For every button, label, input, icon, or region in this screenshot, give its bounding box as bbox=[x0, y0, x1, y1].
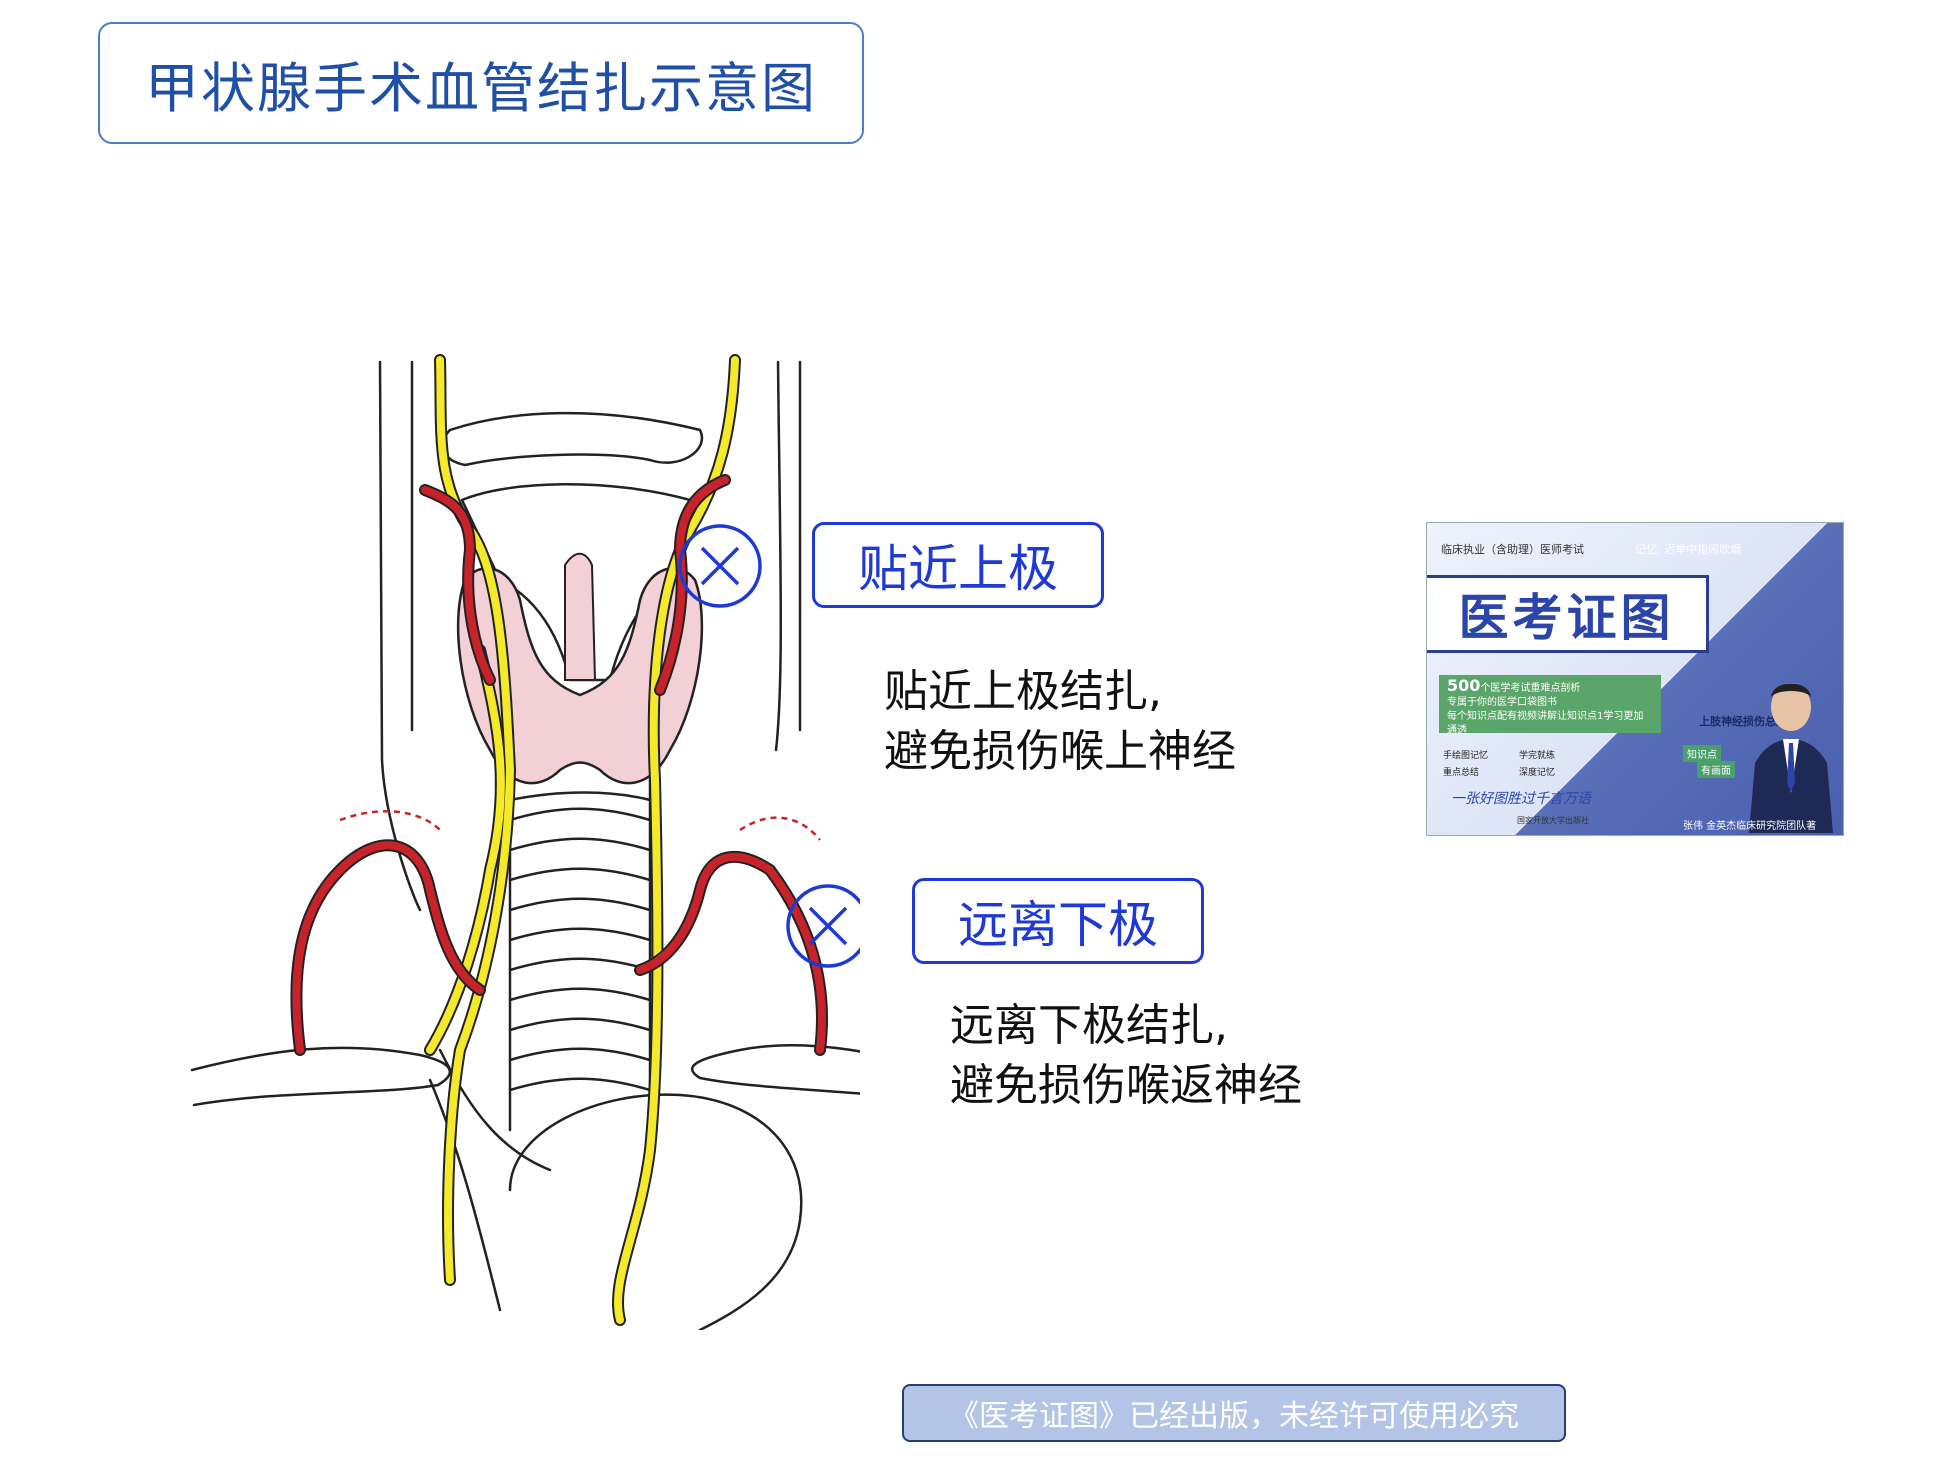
recurrent-laryngeal-nerve bbox=[426, 646, 505, 1054]
title-box: 甲状腺手术血管结扎示意图 bbox=[98, 22, 864, 144]
book-memo: 记忆: 迟举中指闹吹烟 bbox=[1635, 543, 1742, 556]
book-publisher: 国家开放大学出版社 bbox=[1517, 816, 1589, 825]
book-title: 医考证图 bbox=[1427, 575, 1709, 653]
note-lower-line1: 远离下极结扎, bbox=[950, 1000, 1228, 1051]
book-feature: 深度记忆 bbox=[1519, 768, 1556, 778]
book-feature: 手绘图记忆 bbox=[1443, 751, 1489, 761]
callout-lower-pole: 远离下极 bbox=[912, 878, 1204, 964]
book-banner-line3: 每个知识点配有视频讲解让知识点1学习更加通透 bbox=[1447, 711, 1644, 736]
clavicle-right bbox=[691, 1043, 860, 1095]
book-tag: 有画面 bbox=[1697, 761, 1735, 778]
callout-lower-label: 远离下极 bbox=[958, 896, 1158, 954]
book-series: 临床执业（含助理）医师考试 bbox=[1441, 543, 1584, 556]
book-feature: 学完就练 bbox=[1519, 751, 1556, 761]
book-banner-line1: 个医学考试重难点剖析 bbox=[1480, 683, 1581, 694]
superior-thyroid-artery-left bbox=[421, 486, 494, 684]
neck-outline-right-outer bbox=[774, 360, 783, 752]
note-lower: 远离下极结扎, 避免损伤喉返神经 bbox=[950, 996, 1302, 1116]
inferior-thyroid-artery-right bbox=[636, 853, 826, 1054]
vessel-left bbox=[438, 1048, 552, 1172]
ligation-mark-icon bbox=[786, 884, 860, 968]
book-cover-image: 临床执业（含助理）医师考试 记忆: 迟举中指闹吹烟 医考证图 500个医学考试重… bbox=[1426, 522, 1844, 836]
book-banner: 500个医学考试重难点剖析 专属于你的医学口袋图书 每个知识点配有视频讲解让知识… bbox=[1439, 675, 1661, 736]
copyright-footer: 《医考证图》已经出版，未经许可使用必究 bbox=[902, 1384, 1566, 1442]
thyroid-diagram bbox=[190, 354, 860, 1330]
trachea bbox=[508, 798, 652, 1132]
callout-upper-label: 贴近上极 bbox=[858, 540, 1058, 598]
book-slogan: 一张好图胜过千言万语 bbox=[1451, 791, 1591, 807]
book-author: 张伟 金英杰临床研究院团队著 bbox=[1683, 821, 1817, 832]
ligation-mark-icon bbox=[678, 524, 762, 608]
note-upper-line1: 贴近上极结扎, bbox=[884, 666, 1162, 717]
hyoid bbox=[441, 411, 704, 467]
note-lower-line2: 避免损伤喉返神经 bbox=[950, 1060, 1302, 1111]
pyramidal-lobe bbox=[564, 552, 597, 681]
author-photo bbox=[1749, 683, 1833, 833]
vagus-nerve-left bbox=[436, 356, 514, 1284]
vessel-left-2 bbox=[428, 1078, 502, 1312]
copyright-text: 《医考证图》已经出版，未经许可使用必究 bbox=[949, 1399, 1519, 1434]
book-tag: 知识点 bbox=[1683, 745, 1721, 762]
nerves bbox=[426, 356, 739, 1324]
note-upper-line2: 避免损伤喉上神经 bbox=[884, 726, 1236, 777]
aortic-arch bbox=[508, 1093, 803, 1330]
book-side-label: 上肢神经损伤总结 bbox=[1699, 715, 1787, 728]
inferior-thyroid-artery-left bbox=[292, 841, 484, 1054]
callout-upper-pole: 贴近上极 bbox=[812, 522, 1104, 608]
page-title: 甲状腺手术血管结扎示意图 bbox=[145, 56, 817, 120]
book-feature: 重点总结 bbox=[1443, 768, 1480, 778]
neck-outline-left bbox=[378, 360, 422, 912]
clavicle-left bbox=[190, 1046, 452, 1107]
book-banner-count: 500 bbox=[1447, 676, 1481, 695]
note-upper: 贴近上极结扎, 避免损伤喉上神经 bbox=[884, 662, 1236, 782]
book-banner-line2: 专属于你的医学口袋图书 bbox=[1447, 697, 1557, 708]
vagus-nerve-right bbox=[613, 356, 739, 1324]
